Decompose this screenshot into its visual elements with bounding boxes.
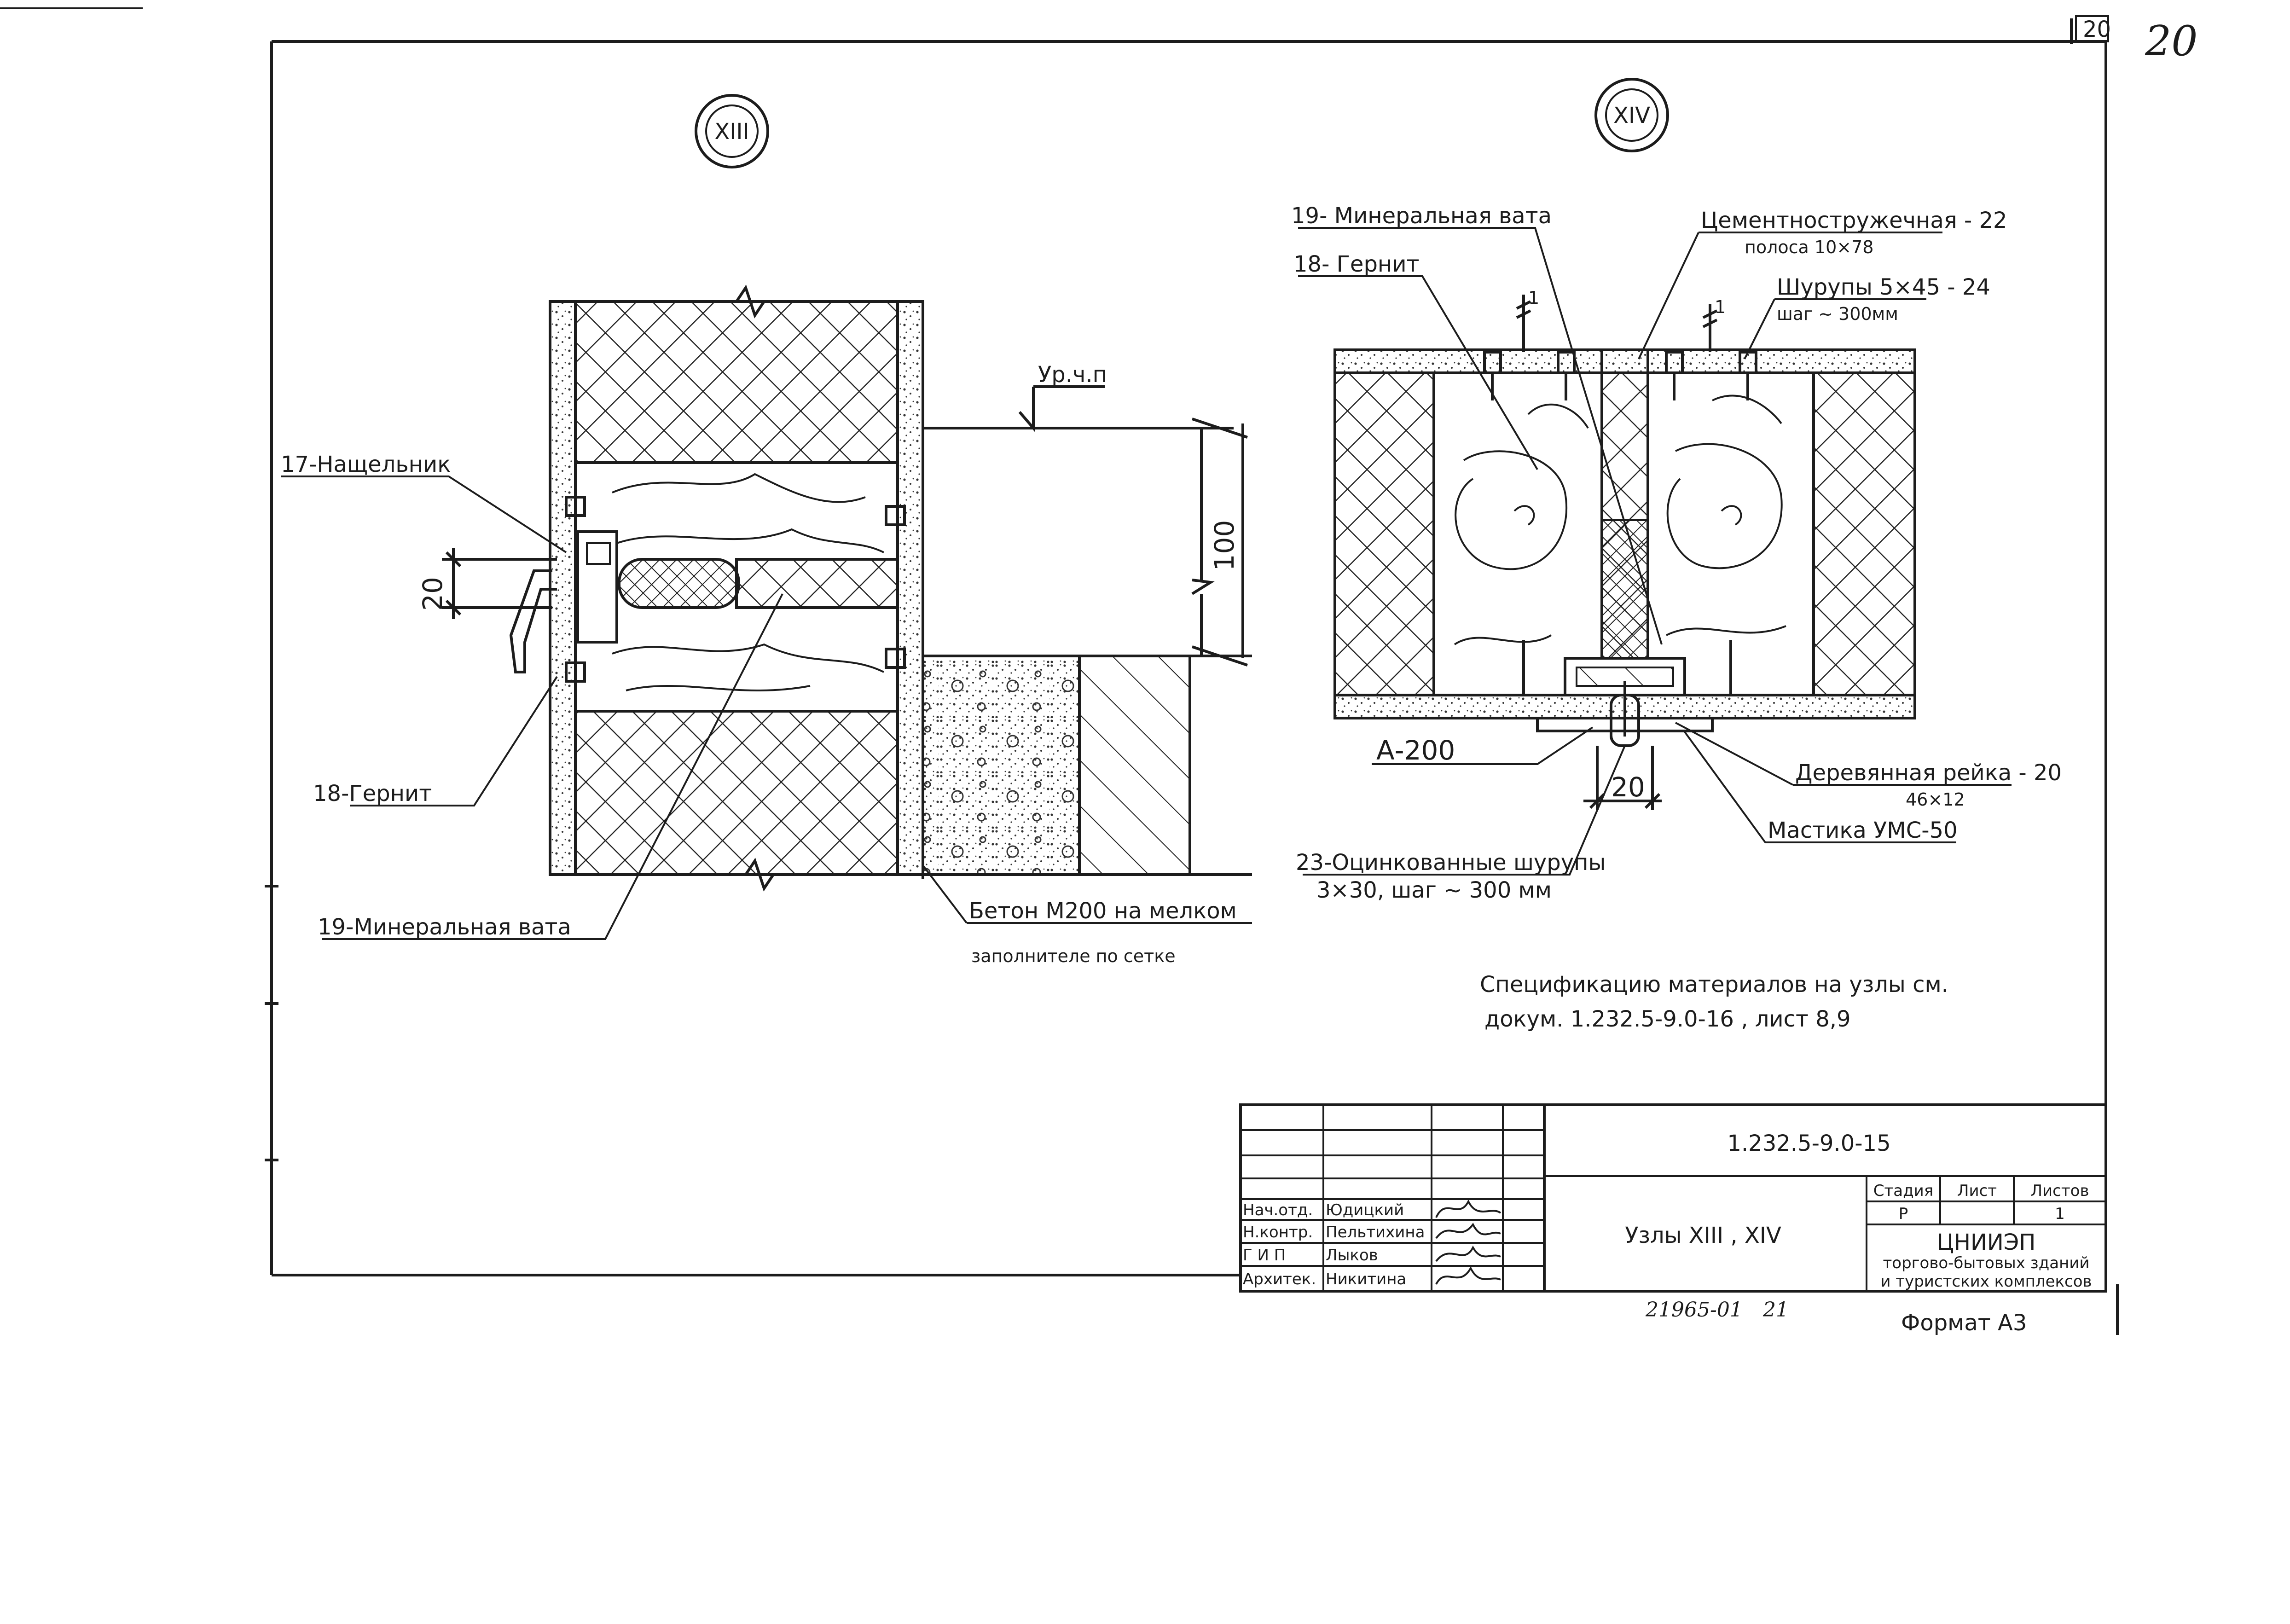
node-xiii-marker-text: XIII bbox=[714, 119, 749, 145]
handwritten-signatures bbox=[1435, 1199, 1502, 1285]
signature-name-3: Лыков bbox=[1326, 1246, 1378, 1264]
node-xiii-label-nashchelnik: 17-Нащельник bbox=[281, 452, 451, 477]
page-number-box-text: 20 bbox=[2083, 17, 2111, 42]
node-xiii-label-gernit: 18-Гернит bbox=[313, 781, 432, 806]
node-xiii-label-concrete-1: Бетон М200 на мелком bbox=[969, 898, 1237, 924]
node-xiv-marker-text: XIV bbox=[1613, 103, 1650, 128]
node-xiv-label-gernit: 18- Гернит bbox=[1293, 251, 1419, 277]
node-xiv-label-mastic: Мастика УМС-50 bbox=[1768, 818, 1958, 843]
node-xiv-dim-left-tick: 1 bbox=[1528, 288, 1539, 308]
node-xiv-label-screws-2: шаг ~ 300мм bbox=[1777, 304, 1898, 324]
node-xiv-label-galv-screws-1: 23-Оцинкованные шурупы bbox=[1296, 850, 1606, 876]
node-xiii-marker: XIII bbox=[695, 94, 769, 168]
signature-name-4: Никитина bbox=[1326, 1270, 1406, 1288]
signature-name-2: Пельтихина bbox=[1326, 1223, 1425, 1241]
page-number-box bbox=[2075, 15, 2109, 42]
node-xiv-dim-right-tick: 1 bbox=[1715, 297, 1726, 317]
title-block-title: Узлы XIII , XIV bbox=[1625, 1223, 1781, 1248]
note-line-1: Спецификацию материалов на узлы см. bbox=[1480, 972, 1948, 998]
title-block-org-sub-1: торгово-бытовых зданий bbox=[1883, 1254, 2089, 1272]
node-xiii-leaders bbox=[281, 476, 1252, 940]
node-xiv-marker: XIV bbox=[1594, 78, 1669, 152]
node-xiii-label-mineral-wool: 19-Минеральная вата bbox=[318, 914, 571, 940]
signature-role-2: Н.контр. bbox=[1243, 1223, 1313, 1241]
title-block-doc-code: 1.232.5-9.0-15 bbox=[1727, 1131, 1890, 1156]
inventory-number: 21965-01 bbox=[1645, 1298, 1743, 1322]
signature-role-4: Архитек. bbox=[1243, 1270, 1316, 1288]
title-block-stage-value: Р bbox=[1899, 1205, 1908, 1223]
title-block bbox=[1239, 1103, 2107, 1293]
node-xiv-label-cement-board-2: полоса 10×78 bbox=[1745, 237, 1873, 257]
signature-role-1: Нач.отд. bbox=[1243, 1201, 1313, 1219]
title-block-org-name: ЦНИИЭП bbox=[1937, 1230, 2036, 1255]
node-xiii-label-concrete-2: заполнителе по сетке bbox=[971, 946, 1176, 966]
format-label: Формат А3 bbox=[1901, 1310, 2027, 1336]
page-number-handwritten: 20 bbox=[2145, 17, 2198, 65]
node-xiv-label-wood-strip-2: 46×12 bbox=[1906, 789, 1965, 810]
node-xiv-label-galv-screws-2: 3×30, шаг ~ 300 мм bbox=[1316, 877, 1552, 903]
note-line-2: докум. 1.232.5-9.0-16 , лист 8,9 bbox=[1484, 1006, 1851, 1032]
title-block-sheets-header: Листов bbox=[2030, 1182, 2089, 1200]
node-xiv-label-screws-1: Шурупы 5×45 - 24 bbox=[1777, 274, 1990, 300]
title-block-sheet-header: Лист bbox=[1957, 1182, 1997, 1200]
node-xiv-label-a200: А-200 bbox=[1376, 735, 1455, 766]
node-xiii-dim-left: 20 bbox=[417, 577, 448, 611]
node-xiv-label-wood-strip-1: Деревянная рейка - 20 bbox=[1795, 760, 2062, 786]
signature-name-1: Юдицкий bbox=[1326, 1201, 1404, 1219]
node-xiv-label-mineral-wool: 19- Минеральная вата bbox=[1291, 203, 1552, 229]
title-block-org-sub-2: и туристских комплексов bbox=[1880, 1272, 2092, 1291]
node-xiii-dim-right: 100 bbox=[1209, 520, 1240, 571]
signature-role-3: Г И П bbox=[1243, 1246, 1286, 1264]
node-xiv-label-cement-board-1: Цементностружечная - 22 bbox=[1701, 208, 2007, 233]
node-xiv-leaders bbox=[1298, 227, 2012, 876]
node-xiv-detail bbox=[1333, 295, 1916, 810]
node-xiii-detail bbox=[442, 284, 1252, 892]
node-xiv-dim-bottom: 20 bbox=[1611, 771, 1645, 803]
title-block-stage-header: Стадия bbox=[1873, 1182, 1933, 1200]
inventory-sheet: 21 bbox=[1762, 1298, 1789, 1322]
node-xiii-level-mark: Ур.ч.п bbox=[1038, 362, 1107, 388]
title-block-sheets-value: 1 bbox=[2055, 1205, 2065, 1223]
